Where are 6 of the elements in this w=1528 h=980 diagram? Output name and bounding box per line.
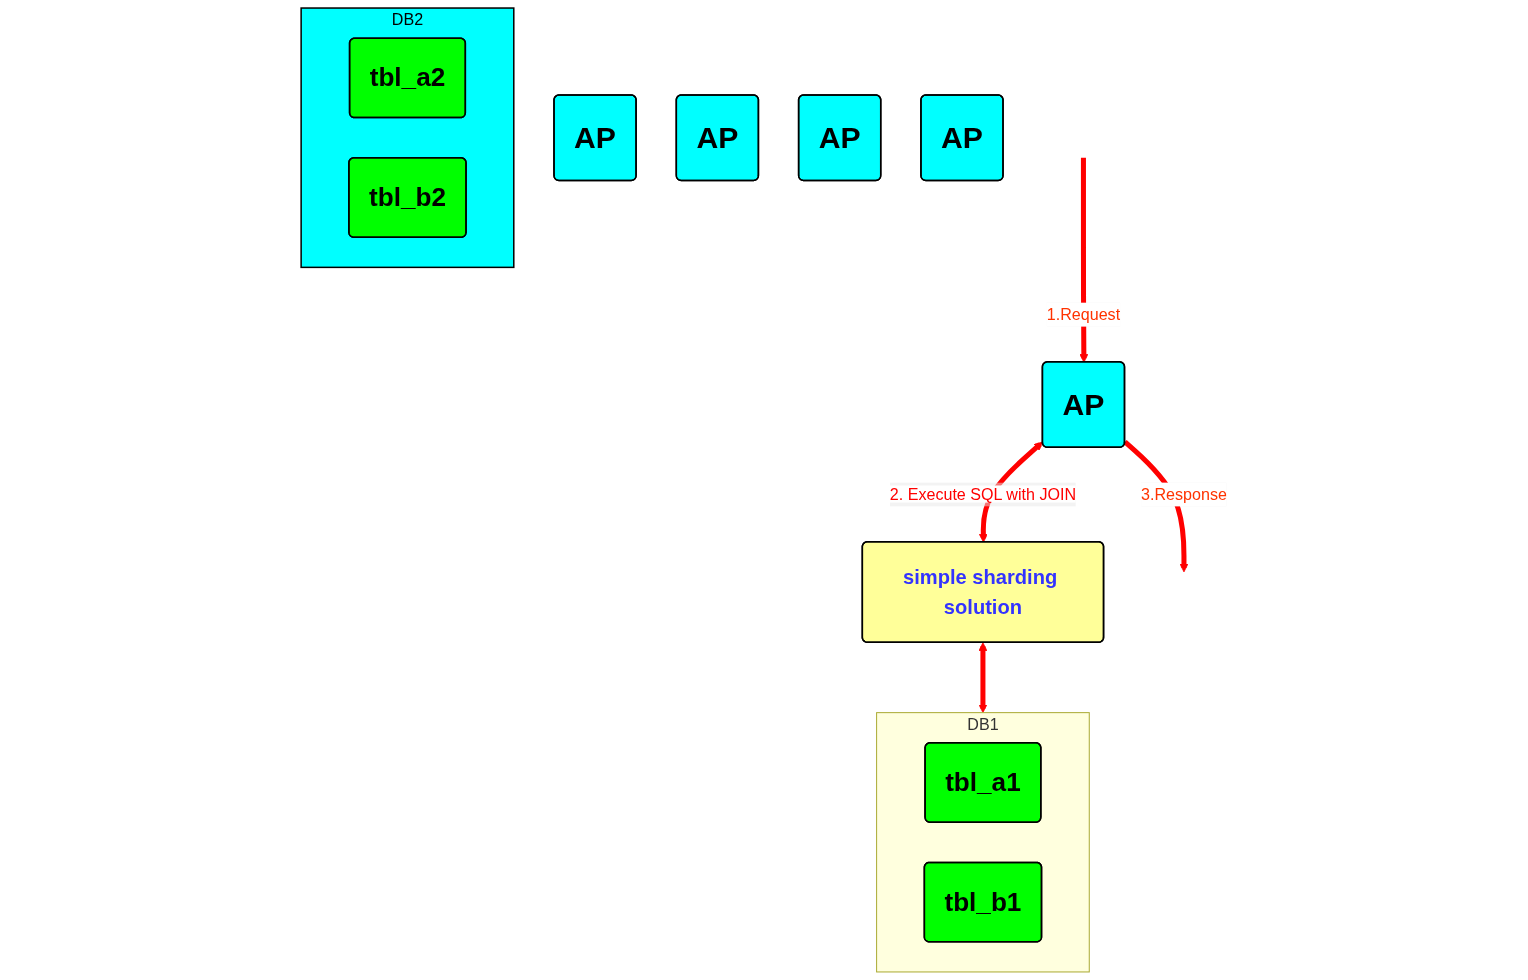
edge-label: 3.Response xyxy=(1141,485,1227,503)
arrow xyxy=(1079,157,1089,363)
edge-label: 1.Request xyxy=(1046,305,1121,323)
arrow xyxy=(978,441,1043,543)
arrow xyxy=(978,642,988,714)
edge-label: 2. Execute SQL with JOIN xyxy=(889,485,1077,503)
